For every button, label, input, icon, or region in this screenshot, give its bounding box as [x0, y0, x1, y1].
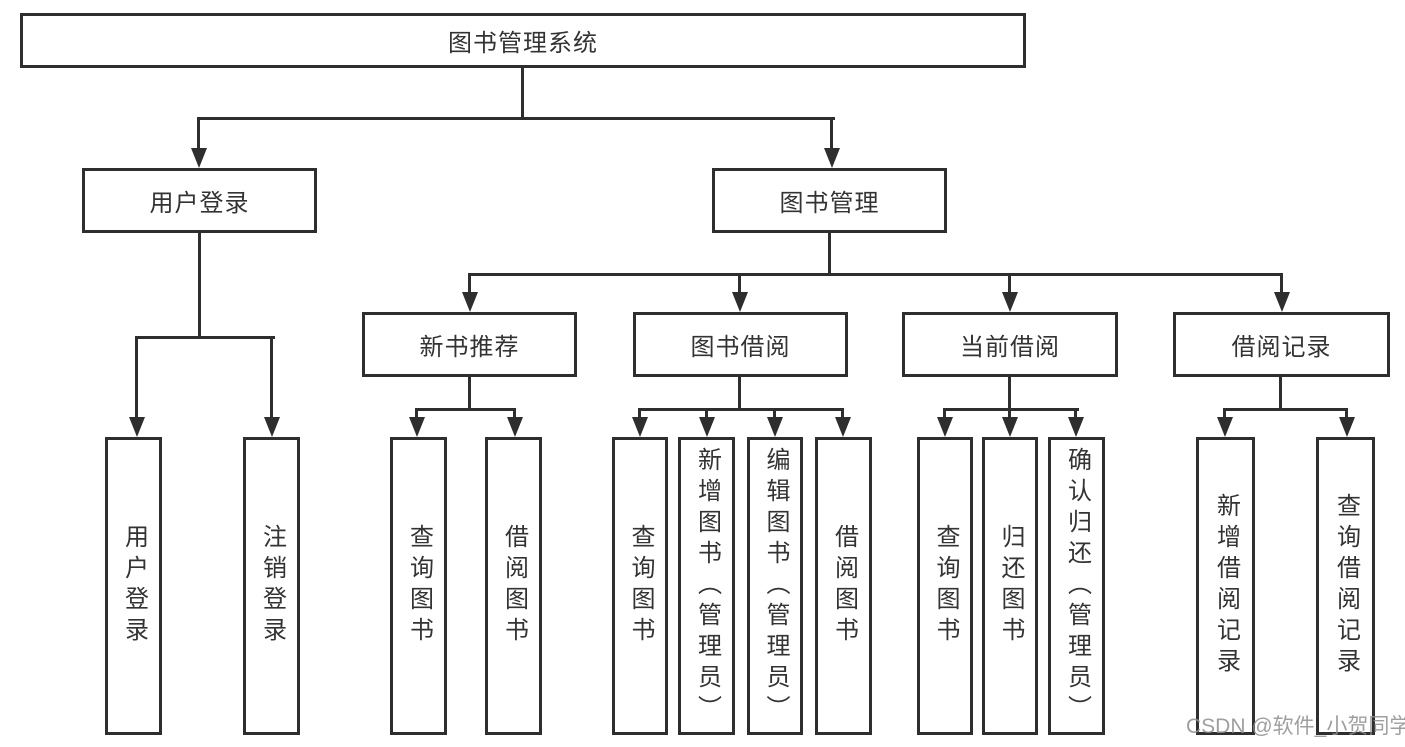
- arrow-down-icon: [767, 417, 783, 437]
- arrow-down-icon: [129, 417, 145, 437]
- node-root: 图书管理系统: [20, 13, 1026, 68]
- connector-arrow-shaft: [738, 273, 741, 292]
- connector-book-borrow-bar: [638, 408, 842, 411]
- connector-arrow-shaft: [468, 273, 471, 292]
- node-leaf-newbook-query: 查询图书: [390, 437, 447, 735]
- node-leaf-borrow-add-label: 新增图书（管理员）: [693, 446, 721, 726]
- node-current-borrow: 当前借阅: [902, 312, 1118, 377]
- connector-arrow-shaft: [943, 408, 946, 417]
- node-leaf-current-confirm: 确认归还（管理员）: [1048, 437, 1105, 735]
- connector-new-book-bar: [415, 408, 516, 411]
- node-leaf-borrow-edit-label: 编辑图书（管理员）: [762, 446, 789, 726]
- connector-arrow-shaft: [705, 408, 708, 417]
- node-leaf-newbook-query-label: 查询图书: [405, 524, 433, 648]
- node-borrow-record: 借阅记录: [1173, 312, 1390, 377]
- node-leaf-user-login: 用户登录: [105, 437, 162, 735]
- connector-level2-bar: [468, 273, 1283, 276]
- arrow-down-icon: [1068, 417, 1084, 437]
- arrow-down-icon: [1339, 417, 1355, 437]
- node-leaf-user-login-label: 用户登录: [120, 524, 148, 648]
- arrow-down-icon: [1002, 292, 1018, 312]
- arrow-down-icon: [409, 417, 425, 437]
- arrow-down-icon: [462, 292, 478, 312]
- csdn-watermark: CSDN @软件_小贺同学: [1186, 715, 1405, 738]
- node-leaf-current-return-label: 归还图书: [997, 524, 1024, 648]
- connector-arrow-shaft: [415, 408, 418, 417]
- arrow-down-icon: [732, 292, 748, 312]
- node-leaf-borrow-edit: 编辑图书（管理员）: [747, 437, 803, 735]
- node-user-login: 用户登录: [82, 168, 317, 233]
- node-book-management-label: 图书管理: [779, 190, 880, 217]
- arrow-down-icon: [191, 148, 207, 168]
- connector-arrow-shaft: [841, 408, 844, 417]
- connector-arrow-shaft: [638, 408, 641, 417]
- connector-borrow-record-trunk: [1279, 377, 1282, 408]
- connector-arrow-shaft: [1345, 408, 1348, 417]
- connector-level1-bar: [197, 117, 835, 120]
- connector-book-mgmt-trunk: [828, 233, 831, 273]
- connector-arrow-shaft: [830, 117, 833, 148]
- node-leaf-borrow-query: 查询图书: [612, 437, 668, 735]
- node-leaf-logout-label: 注销登录: [258, 524, 286, 648]
- node-leaf-current-confirm-label: 确认归还（管理员）: [1063, 446, 1091, 726]
- node-book-borrow-label: 图书借阅: [690, 334, 791, 361]
- node-new-book-recommend-label: 新书推荐: [419, 334, 520, 361]
- arrow-down-icon: [824, 148, 840, 168]
- arrow-down-icon: [937, 417, 953, 437]
- node-book-borrow: 图书借阅: [633, 312, 848, 377]
- connector-new-book-trunk: [468, 377, 471, 408]
- arrow-down-icon: [264, 417, 280, 437]
- connector-arrow-shaft: [513, 408, 516, 417]
- node-leaf-newbook-borrow-label: 借阅图书: [500, 524, 528, 648]
- connector-user-login-trunk: [198, 233, 201, 336]
- node-leaf-record-query-label: 查询借阅记录: [1332, 493, 1360, 679]
- node-new-book-recommend: 新书推荐: [362, 312, 577, 377]
- node-leaf-borrow-borrow: 借阅图书: [815, 437, 872, 735]
- connector-arrow-shaft: [1223, 408, 1226, 417]
- arrow-down-icon: [507, 417, 523, 437]
- arrow-down-icon: [1217, 417, 1233, 437]
- node-leaf-current-return: 归还图书: [982, 437, 1038, 735]
- connector-book-borrow-trunk: [738, 377, 741, 408]
- node-root-label: 图书管理系统: [448, 30, 598, 57]
- connector-arrow-shaft: [1074, 408, 1077, 417]
- connector-arrow-shaft: [135, 336, 138, 417]
- node-leaf-record-query: 查询借阅记录: [1316, 437, 1375, 735]
- connector-current-borrow-bar: [943, 408, 1079, 411]
- arrow-down-icon: [632, 417, 648, 437]
- node-borrow-record-label: 借阅记录: [1231, 334, 1332, 361]
- connector-arrow-shaft: [773, 408, 776, 417]
- connector-current-borrow-trunk: [1008, 377, 1011, 408]
- connector-user-login-bar: [135, 336, 275, 339]
- connector-arrow-shaft: [270, 336, 273, 417]
- connector-root-trunk: [521, 68, 524, 117]
- node-current-borrow-label: 当前借阅: [960, 334, 1060, 361]
- node-leaf-borrow-add: 新增图书（管理员）: [678, 437, 735, 735]
- arrow-down-icon: [1274, 292, 1290, 312]
- node-book-management: 图书管理: [712, 168, 947, 233]
- connector-arrow-shaft: [1280, 273, 1283, 292]
- connector-arrow-shaft: [1008, 408, 1011, 417]
- connector-arrow-shaft: [1008, 273, 1011, 292]
- node-leaf-newbook-borrow: 借阅图书: [485, 437, 542, 735]
- node-leaf-current-query: 查询图书: [917, 437, 973, 735]
- connector-borrow-record-bar: [1223, 408, 1348, 411]
- node-leaf-borrow-borrow-label: 借阅图书: [830, 524, 858, 648]
- connector-arrow-shaft: [197, 117, 200, 148]
- node-leaf-record-add-label: 新增借阅记录: [1212, 493, 1240, 679]
- node-leaf-logout: 注销登录: [243, 437, 300, 735]
- arrow-down-icon: [1002, 417, 1018, 437]
- node-user-login-label: 用户登录: [149, 190, 250, 217]
- arrow-down-icon: [835, 417, 851, 437]
- node-leaf-record-add: 新增借阅记录: [1196, 437, 1255, 735]
- arrow-down-icon: [699, 417, 715, 437]
- node-leaf-current-query-label: 查询图书: [932, 524, 959, 648]
- node-leaf-borrow-query-label: 查询图书: [627, 524, 654, 648]
